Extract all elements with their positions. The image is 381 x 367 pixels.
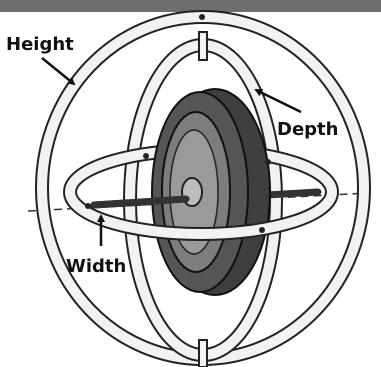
height-arrow — [42, 58, 74, 84]
top-bearing — [199, 32, 207, 60]
height-label: Height — [6, 36, 74, 54]
bottom-bearing — [199, 340, 207, 367]
pivot-right — [259, 227, 265, 233]
pivot-upper-left — [143, 153, 149, 159]
pivot-left — [85, 203, 91, 209]
rotor-disk — [152, 89, 270, 295]
depth-label: Depth — [277, 121, 338, 139]
pivot-upper-right — [265, 159, 271, 165]
width-label: Width — [66, 258, 126, 276]
pivot-top-ring — [199, 14, 205, 20]
